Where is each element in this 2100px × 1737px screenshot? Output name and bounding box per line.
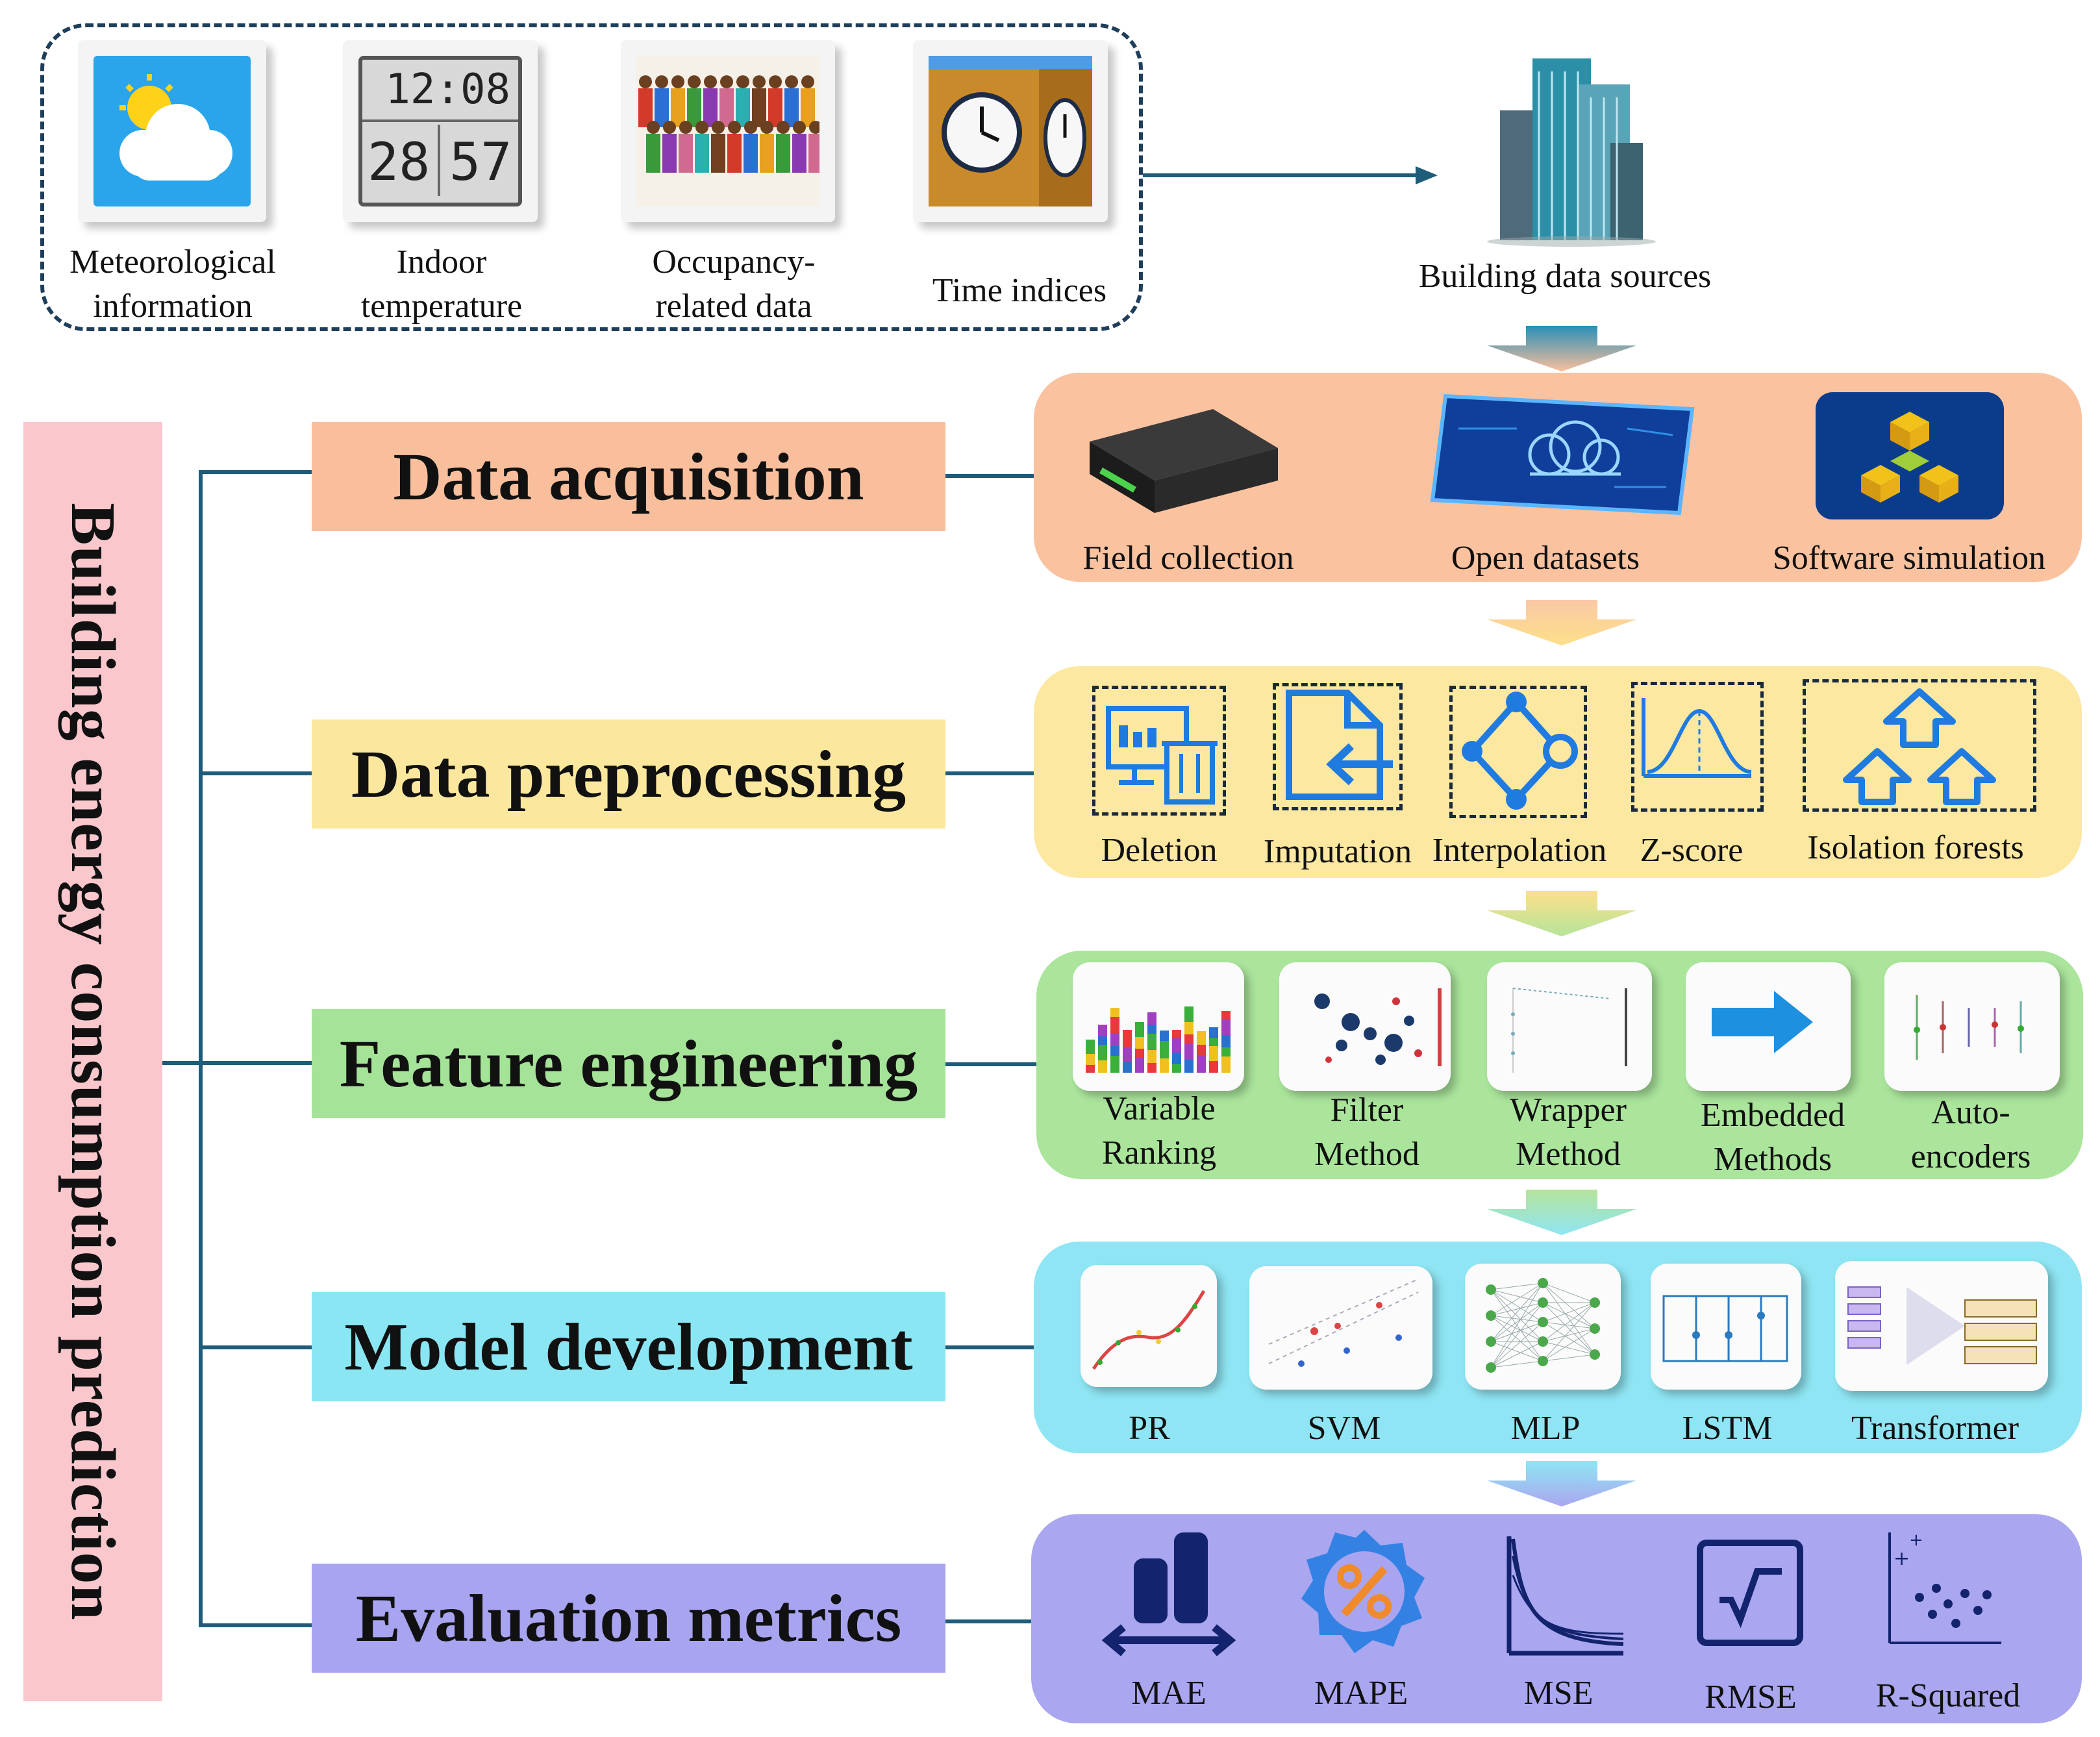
mae-icon bbox=[1101, 1532, 1236, 1656]
mlp-thumb bbox=[1465, 1264, 1621, 1390]
label-mse: MSE bbox=[1523, 1675, 1594, 1712]
branch-feature bbox=[199, 1061, 313, 1065]
branch-preprocessing bbox=[199, 771, 313, 775]
svm-thumb bbox=[1249, 1266, 1432, 1390]
mse-icon bbox=[1506, 1536, 1624, 1656]
indoor-temperature-card: 12:08 28 57 bbox=[343, 40, 538, 222]
imputation-icon bbox=[1286, 690, 1393, 800]
side-title-text: Building energy consumption prediction bbox=[58, 503, 128, 1621]
crowd-icon bbox=[636, 56, 819, 206]
label-pr: PR bbox=[1129, 1410, 1170, 1447]
svg-text:+: + bbox=[1909, 1531, 1923, 1550]
branch-model bbox=[199, 1345, 313, 1349]
link-preprocessing bbox=[945, 771, 1034, 775]
r-squared-icon: + + bbox=[1888, 1531, 2001, 1644]
filter-method-thumb bbox=[1279, 962, 1451, 1091]
cloud-dataset-icon bbox=[1430, 394, 1695, 516]
variable-ranking-thumb bbox=[1073, 962, 1244, 1091]
label-autoencoders: Auto-encoders bbox=[1910, 1094, 2031, 1175]
label-mlp: MLP bbox=[1510, 1410, 1581, 1447]
link-acquisition bbox=[945, 474, 1034, 478]
embedded-methods-thumb bbox=[1686, 962, 1851, 1091]
label-z-score: Z-score bbox=[1640, 832, 1744, 869]
link-model bbox=[945, 1345, 1034, 1349]
stage-data-acquisition: Data acquisition bbox=[312, 422, 945, 531]
stage-feature-engineering: Feature engineering bbox=[312, 1009, 945, 1118]
label-mae: MAE bbox=[1131, 1675, 1206, 1712]
z-score-icon bbox=[1642, 698, 1752, 778]
isolation-forests-icon-box bbox=[1803, 679, 2036, 812]
occupancy-card bbox=[621, 40, 835, 222]
sources-to-building-arrow bbox=[1143, 166, 1438, 184]
down-arrow-4 bbox=[1487, 1190, 1636, 1235]
side-title-bar bbox=[23, 422, 162, 1701]
clock-tower-icon bbox=[929, 56, 1092, 206]
link-feature bbox=[945, 1062, 1036, 1066]
label-transformer: Transformer bbox=[1851, 1410, 2019, 1447]
label-svm: SVM bbox=[1307, 1410, 1381, 1447]
interpolation-icon bbox=[1462, 692, 1578, 810]
label-field-collection: Field collection bbox=[1082, 540, 1294, 577]
pr-thumb bbox=[1081, 1265, 1217, 1387]
label-rmse: RMSE bbox=[1705, 1679, 1797, 1716]
time-indices-label: Time indices bbox=[932, 272, 1107, 309]
lstm-thumb bbox=[1651, 1264, 1801, 1390]
tree-root-branch bbox=[162, 1061, 203, 1065]
software-simulation-icon bbox=[1816, 392, 2004, 519]
down-arrow-3 bbox=[1487, 891, 1636, 936]
occupancy-label: Occupancy-related data bbox=[652, 244, 816, 325]
autoencoders-thumb bbox=[1884, 962, 2060, 1091]
thermometer-icon: 12:08 28 57 bbox=[358, 56, 522, 206]
branch-acquisition bbox=[199, 470, 313, 474]
label-deletion: Deletion bbox=[1101, 832, 1218, 869]
label-mape: MAPE bbox=[1314, 1675, 1408, 1712]
down-arrow-5 bbox=[1487, 1461, 1636, 1506]
stage-model-development: Model development bbox=[312, 1292, 945, 1401]
weather-icon bbox=[94, 56, 251, 206]
label-software-simulation: Software simulation bbox=[1772, 540, 2046, 577]
tree-trunk bbox=[199, 470, 203, 1626]
building-icon bbox=[1487, 58, 1656, 247]
arrow-right-icon bbox=[1712, 991, 1813, 1053]
label-imputation: Imputation bbox=[1263, 833, 1412, 870]
meteorological-card bbox=[78, 40, 266, 222]
router-icon bbox=[1090, 409, 1278, 513]
z-score-icon-box bbox=[1631, 682, 1764, 812]
mape-icon bbox=[1301, 1530, 1425, 1653]
label-open-datasets: Open datasets bbox=[1451, 540, 1640, 577]
interpolation-icon-box bbox=[1449, 686, 1587, 818]
data-sources-group bbox=[40, 23, 1143, 331]
deletion-icon bbox=[1106, 706, 1218, 805]
branch-evaluation bbox=[199, 1623, 313, 1627]
transformer-thumb bbox=[1835, 1261, 2048, 1391]
link-evaluation bbox=[945, 1619, 1031, 1623]
down-arrow-1 bbox=[1487, 326, 1636, 371]
down-arrow-2 bbox=[1487, 600, 1636, 645]
rmse-icon bbox=[1697, 1540, 1803, 1646]
time-indices-card bbox=[913, 40, 1108, 222]
label-interpolation: Interpolation bbox=[1432, 832, 1607, 869]
deletion-icon-box bbox=[1092, 686, 1226, 816]
label-r-squared: R-Squared bbox=[1875, 1677, 2021, 1714]
stage-evaluation-metrics: Evaluation metrics bbox=[312, 1564, 945, 1673]
building-data-sources-label: Building data sources bbox=[1418, 258, 1712, 295]
imputation-icon-box bbox=[1273, 683, 1403, 810]
label-isolation-forests: Isolation forests bbox=[1807, 829, 2024, 866]
isolation-forests-icon bbox=[1843, 688, 1996, 805]
wrapper-method-thumb bbox=[1487, 962, 1652, 1091]
label-lstm: LSTM bbox=[1682, 1410, 1773, 1447]
stage-data-preprocessing: Data preprocessing bbox=[312, 719, 945, 829]
svg-text:+: + bbox=[1894, 1547, 1910, 1570]
